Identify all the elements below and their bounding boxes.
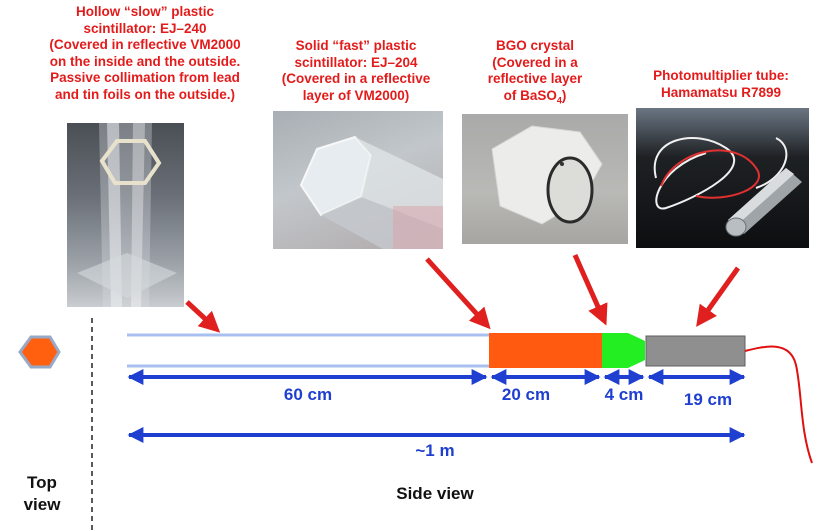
hollow-label-line-3: (Covered in reflective VM2000 [49,37,241,52]
arrow-hollow [185,300,221,333]
top-view-hexagon [18,335,61,369]
hollow-label-line-1: Hollow “slow” plastic [75,4,215,19]
arrow-solid [425,257,491,330]
bgo-label-close-paren: ) [561,87,567,103]
bgo-crystal-drawing [491,125,603,225]
solid-label-line-3: (Covered in a reflective [281,71,431,86]
bgo-label-line-2: (Covered in a [492,54,578,70]
dim-label-20cm: 20 cm [501,385,551,404]
top-view-label-line-1: Top [27,473,57,492]
bgo-label-line-1: BGO crystal [495,38,575,53]
fast-scintillator-block [489,333,602,368]
pmt-block [645,335,746,367]
pmt-label-line-2: Hamamatsu R7899 [660,84,782,100]
bgo-crystal-photo [462,114,628,244]
dim-label-60cm: 60 cm [283,385,333,404]
hollow-scintillator-drawing [77,123,177,307]
hollow-scintillator-label: Hollow “slow” plastic scintillator: EJ–2… [20,4,270,103]
solid-scintillator-label: Solid “fast” plastic scintillator: EJ–20… [268,38,444,104]
solid-label-line-4: layer of VM2000) [302,87,410,103]
top-view-label: Top view [6,472,78,516]
pmt-drawing [653,137,802,237]
solid-label-line-1: Solid “fast” plastic [295,38,417,53]
pmt-label-line-1: Photomultiplier tube: [653,68,789,83]
bgo-crystal-block [602,333,645,368]
bgo-label-line-4: of BaSO4) [470,88,600,109]
hollow-label-line-5: Passive collimation from lead [50,70,240,85]
side-view-label: Side view [396,484,474,503]
dim-label-4cm: 4 cm [604,385,644,404]
dim-label-total: ~1 m [415,441,455,460]
hollow-scintillator-photo [67,123,184,307]
pmt-cable [744,345,813,464]
pmt-photo [636,108,809,248]
bgo-crystal-label: BGO crystal (Covered in a reflective lay… [470,38,600,109]
solid-scintillator-drawing [299,135,443,249]
pmt-label: Photomultiplier tube: Hamamatsu R7899 [636,68,806,101]
solid-scintillator-photo [273,111,443,249]
hollow-label-line-4: on the inside and the outside. [49,53,241,69]
hollow-label-line-6: and tin foils on the outside.) [55,86,235,102]
solid-label-line-2: scintillator: EJ–204 [294,54,418,70]
dim-label-19cm: 19 cm [683,390,733,409]
top-view-label-line-2: view [23,495,61,514]
bgo-label-line-3: reflective layer [487,71,583,86]
hollow-label-line-2: scintillator: EJ–240 [83,20,207,36]
bgo-label-baso: of BaSO [503,87,557,103]
bgo-label-subscript: 4 [556,95,562,106]
arrow-pmt [696,266,741,327]
arrow-bgo [572,253,608,326]
